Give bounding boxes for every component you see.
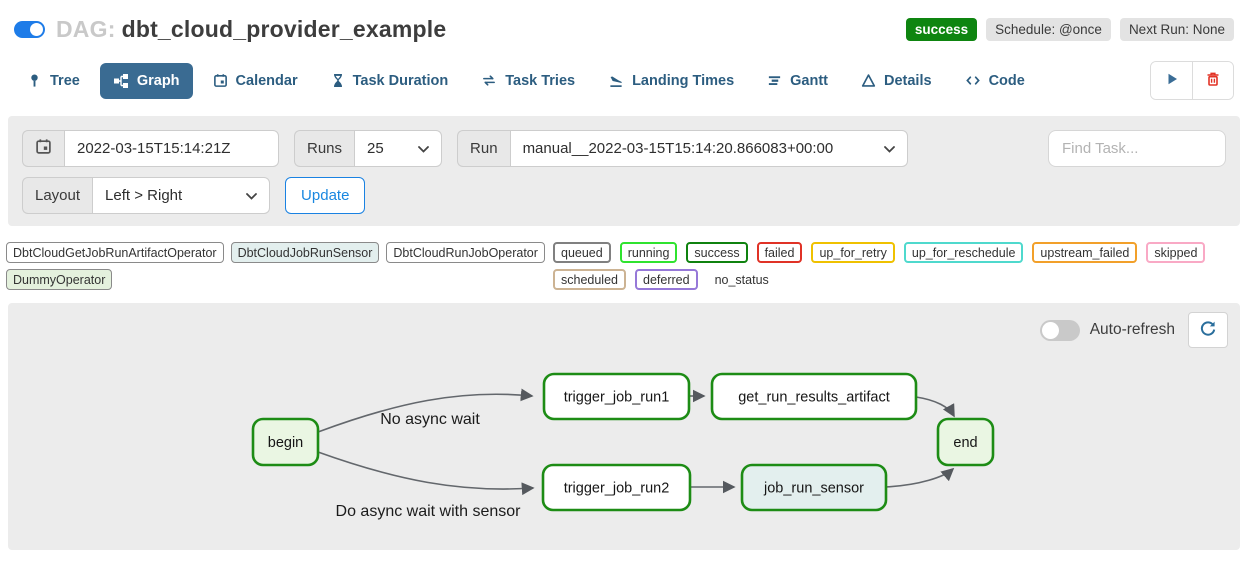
graph-node-trigger_job_run2[interactable]: trigger_job_run2 bbox=[541, 463, 692, 512]
chevron-down-icon bbox=[246, 187, 257, 204]
status-badge-no_status: no_status bbox=[714, 272, 769, 287]
status-badge-queued: queued bbox=[553, 242, 611, 263]
code-icon bbox=[965, 73, 981, 88]
dag-edge-begin-to-trigger_job_run1 bbox=[317, 388, 534, 433]
dag-graph-svg: No async wait Do async wait with sensor b… bbox=[251, 372, 995, 520]
auto-refresh-toggle[interactable] bbox=[1039, 319, 1080, 341]
node-label: job_run_sensor bbox=[763, 481, 864, 497]
tab-graph[interactable]: Graph bbox=[99, 62, 193, 99]
find-task-input[interactable] bbox=[1048, 130, 1226, 167]
next-run-badge: Next Run: None bbox=[1119, 18, 1234, 41]
triangle-icon bbox=[861, 73, 876, 88]
dag-actions-group bbox=[1150, 61, 1234, 100]
graph-node-trigger_job_run1[interactable]: trigger_job_run1 bbox=[542, 372, 691, 421]
tab-task-duration[interactable]: Task Duration bbox=[318, 63, 462, 99]
runs-label: Runs bbox=[294, 130, 355, 167]
dag-edge-job_run_sensor-to-end bbox=[885, 467, 955, 488]
graph-node-get_run_results_artifact[interactable]: get_run_results_artifact bbox=[710, 372, 918, 421]
dag-graph-panel: Auto-refresh No async wait Do async wait … bbox=[8, 303, 1240, 550]
edge-label: Do async wait with sensor bbox=[336, 503, 522, 520]
refresh-icon bbox=[1199, 320, 1217, 341]
tab-calendar[interactable]: Calendar bbox=[200, 63, 311, 99]
node-label: trigger_job_run1 bbox=[564, 390, 670, 406]
page-title: DAG:dbt_cloud_provider_example bbox=[56, 16, 446, 43]
status-legend: queued running success failed up_for_retry up… bbox=[553, 242, 1242, 290]
tab-tree[interactable]: Tree bbox=[14, 63, 93, 99]
run-label: Run bbox=[457, 130, 510, 167]
trigger-dag-button[interactable] bbox=[1151, 62, 1192, 99]
layout-group: Layout Left > Right bbox=[22, 177, 271, 214]
edge-label: No async wait bbox=[380, 411, 480, 428]
schedule-badge: Schedule: @once bbox=[986, 18, 1111, 41]
status-badge-up_for_retry: up_for_retry bbox=[811, 242, 895, 263]
trash-icon bbox=[1205, 71, 1221, 90]
refresh-button[interactable] bbox=[1188, 312, 1228, 348]
num-runs-select[interactable]: 25 bbox=[354, 130, 443, 167]
status-badge-running: running bbox=[619, 242, 678, 263]
tab-landing-times[interactable]: Landing Times bbox=[595, 63, 747, 99]
base-date-input[interactable] bbox=[64, 130, 279, 167]
node-label: end bbox=[953, 435, 977, 451]
graph-node-job_run_sensor[interactable]: job_run_sensor bbox=[740, 463, 888, 512]
status-badge-failed: failed bbox=[756, 242, 803, 263]
tab-task-tries[interactable]: Task Tries bbox=[468, 63, 588, 99]
filter-panel: Runs 25 Run manual__2022-03-15T15:14:20.… bbox=[8, 116, 1240, 226]
dag-status-badge[interactable]: success bbox=[905, 18, 978, 41]
chevron-down-icon bbox=[418, 140, 429, 157]
tree-icon bbox=[27, 73, 42, 88]
calendar-addon[interactable] bbox=[22, 130, 64, 167]
auto-refresh-label: Auto-refresh bbox=[1089, 321, 1175, 338]
status-badge-skipped: skipped bbox=[1146, 242, 1206, 263]
view-tabs: Tree Graph Calendar Task Duration Task T… bbox=[0, 61, 1248, 100]
status-badge-deferred: deferred bbox=[635, 269, 698, 290]
base-date-group bbox=[22, 130, 279, 167]
graph-icon bbox=[113, 73, 129, 89]
tab-gantt[interactable]: Gantt bbox=[754, 63, 841, 99]
update-button[interactable]: Update bbox=[285, 177, 366, 214]
plane-landing-icon bbox=[608, 73, 624, 88]
operator-badge: DbtCloudGetJobRunArtifactOperator bbox=[6, 242, 224, 263]
toggle-knob bbox=[30, 23, 43, 36]
dag-edge-begin-to-trigger_job_run2 bbox=[317, 451, 535, 496]
graph-node-end[interactable]: end bbox=[936, 417, 995, 467]
node-label: trigger_job_run2 bbox=[564, 481, 670, 497]
play-icon bbox=[1164, 71, 1180, 90]
toggle-knob bbox=[1041, 321, 1059, 339]
legend: DbtCloudGetJobRunArtifactOperator DbtClou… bbox=[0, 226, 1248, 290]
calendar-icon bbox=[213, 73, 228, 88]
repeat-icon bbox=[481, 73, 497, 88]
layout-select[interactable]: Left > Right bbox=[92, 177, 271, 214]
graph-node-begin[interactable]: begin bbox=[251, 417, 320, 467]
run-select[interactable]: manual__2022-03-15T15:14:20.866083+00:00 bbox=[509, 130, 908, 167]
node-label: begin bbox=[268, 435, 303, 451]
dag-edge-get_run_results_artifact-to-end bbox=[915, 396, 955, 418]
status-badge-success: success bbox=[686, 242, 748, 263]
runs-group: Runs 25 bbox=[294, 130, 443, 167]
status-badge-up_for_reschedule: up_for_reschedule bbox=[903, 242, 1024, 263]
operator-badge: DbtCloudRunJobOperator bbox=[386, 242, 545, 263]
layout-label: Layout bbox=[22, 177, 93, 214]
dag-header: DAG:dbt_cloud_provider_example success S… bbox=[0, 0, 1248, 43]
operator-badge: DbtCloudJobRunSensor bbox=[230, 242, 380, 263]
gantt-bars-icon bbox=[767, 73, 782, 88]
dag-name: dbt_cloud_provider_example bbox=[121, 16, 447, 42]
hourglass-icon bbox=[331, 73, 345, 88]
dag-pause-toggle[interactable] bbox=[14, 21, 45, 38]
dag-prefix-label: DAG: bbox=[56, 16, 116, 42]
operator-legend: DbtCloudGetJobRunArtifactOperator DbtClou… bbox=[6, 242, 553, 290]
operator-badge: DummyOperator bbox=[6, 269, 113, 290]
status-badge-upstream_failed: upstream_failed bbox=[1032, 242, 1138, 263]
chevron-down-icon bbox=[883, 140, 895, 157]
calendar-icon bbox=[35, 138, 52, 159]
tab-code[interactable]: Code bbox=[952, 63, 1038, 99]
run-group: Run manual__2022-03-15T15:14:20.866083+0… bbox=[457, 130, 908, 167]
node-label: get_run_results_artifact bbox=[738, 390, 890, 406]
delete-dag-button[interactable] bbox=[1192, 62, 1233, 99]
status-badge-scheduled: scheduled bbox=[553, 269, 626, 290]
tab-details[interactable]: Details bbox=[848, 63, 945, 99]
